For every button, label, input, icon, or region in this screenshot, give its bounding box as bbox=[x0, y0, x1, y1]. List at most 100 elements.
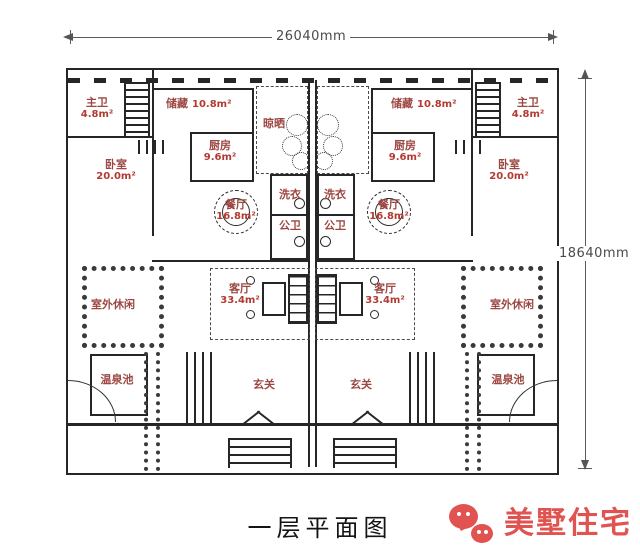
washing-machine-icon bbox=[294, 198, 305, 209]
rug-outline bbox=[210, 268, 310, 340]
dimension-label-right: 18640mm bbox=[555, 246, 634, 261]
plant-icon bbox=[286, 114, 308, 136]
plant-icon bbox=[282, 136, 302, 156]
wall bbox=[270, 214, 308, 216]
wall bbox=[252, 88, 254, 182]
bubble-eye bbox=[484, 530, 488, 534]
wall bbox=[190, 132, 192, 182]
stone-border-patio bbox=[82, 266, 164, 348]
dimension-label-top: 26040mm bbox=[272, 29, 351, 44]
coffee-table-icon bbox=[262, 282, 286, 316]
dimension-line-right bbox=[585, 78, 586, 468]
washing-machine-icon bbox=[320, 198, 331, 209]
plant-icon bbox=[317, 114, 339, 136]
room-label-kitchen-left: 厨房 9.6m² bbox=[203, 139, 237, 164]
wall bbox=[152, 260, 308, 262]
room-label-dining-left: 餐厅 16.8m² bbox=[216, 198, 256, 223]
entry-door-icon bbox=[240, 408, 276, 428]
wall bbox=[152, 88, 254, 90]
garden-strip bbox=[144, 352, 160, 471]
wall bbox=[68, 136, 154, 138]
wall bbox=[317, 260, 473, 262]
floor-plan-drawing: 主卫 4.8m² 卧室 20.0m² 储藏 10.8m² 厨房 9.6m² 晾晒… bbox=[66, 68, 559, 475]
door-leaf bbox=[365, 410, 385, 426]
trellis-icon bbox=[409, 352, 439, 424]
plant-icon bbox=[315, 152, 333, 170]
room-label-outdoor-leisure-left: 室外休闲 bbox=[91, 298, 135, 311]
stool-icon bbox=[370, 276, 379, 285]
dining-table-icon bbox=[214, 190, 258, 234]
sofa-icon bbox=[317, 274, 337, 324]
plan-title: 一层平面图 bbox=[247, 514, 393, 542]
wechat-icon bbox=[449, 504, 495, 549]
washing-machine-icon bbox=[320, 236, 331, 247]
room-label-storage-left: 储藏 10.8m² bbox=[166, 97, 232, 110]
room-label-laundry-right: 洗衣 bbox=[324, 188, 346, 201]
coffee-table-icon bbox=[339, 282, 363, 316]
room-label-foyer-left: 玄关 bbox=[253, 378, 275, 391]
stairs-icon bbox=[124, 82, 150, 138]
room-label-master-bath-left: 主卫 4.8m² bbox=[80, 96, 114, 121]
room-label-drying-yard: 晾晒 bbox=[263, 117, 285, 130]
wall bbox=[471, 136, 557, 138]
facade-column-band bbox=[68, 78, 557, 83]
room-label-storage-right: 储藏 10.8m² bbox=[391, 97, 457, 110]
room-label-public-bath-left: 公卫 bbox=[279, 219, 301, 232]
wall bbox=[371, 180, 435, 182]
room-label-dining-right: 餐厅 16.8m² bbox=[369, 198, 409, 223]
dimension-arrow bbox=[548, 33, 558, 41]
stone-border-patio bbox=[461, 266, 543, 348]
dimension-arrow bbox=[581, 69, 589, 79]
room-label-pool-right: 温泉池 bbox=[491, 373, 525, 386]
washing-machine-icon bbox=[294, 236, 305, 247]
dining-table-top bbox=[222, 198, 250, 226]
dimension-arrow bbox=[63, 33, 73, 41]
garden-strip bbox=[465, 352, 481, 471]
wall bbox=[433, 132, 435, 182]
wall bbox=[371, 88, 373, 182]
wall bbox=[68, 423, 557, 426]
room-label-bedroom-left: 卧室 20.0m² bbox=[96, 158, 136, 183]
room-label-foyer-right: 玄关 bbox=[350, 378, 372, 391]
service-room-outline bbox=[270, 174, 308, 260]
room-label-bedroom-right: 卧室 20.0m² bbox=[489, 158, 529, 183]
room-label-public-bath-right: 公卫 bbox=[324, 219, 346, 232]
dimension-arrow bbox=[581, 460, 589, 470]
stool-icon bbox=[370, 310, 379, 319]
wall bbox=[190, 132, 254, 134]
room-label-pool-left: 温泉池 bbox=[100, 373, 134, 386]
plant-icon bbox=[292, 152, 310, 170]
door-leaf bbox=[256, 410, 276, 426]
room-label-living-right: 客厅 33.4m² bbox=[365, 282, 405, 307]
room-label-living-left: 客厅 33.4m² bbox=[220, 282, 260, 307]
watermark: 美墅住宅 bbox=[449, 504, 632, 549]
stool-icon bbox=[246, 310, 255, 319]
chat-bubble-large bbox=[449, 504, 478, 529]
entry-steps-icon bbox=[228, 438, 292, 468]
bubble-eye bbox=[457, 512, 461, 516]
entry-steps-icon bbox=[333, 438, 397, 468]
room-label-laundry-left: 洗衣 bbox=[279, 188, 301, 201]
trellis-icon bbox=[186, 352, 216, 424]
dining-table-top bbox=[375, 198, 403, 226]
plant-icon bbox=[323, 136, 343, 156]
wall bbox=[190, 180, 254, 182]
brand-text: 美墅住宅 bbox=[504, 506, 632, 541]
entry-door-icon bbox=[349, 408, 385, 428]
dining-table-icon bbox=[367, 190, 411, 234]
stairs-icon bbox=[455, 140, 487, 154]
drying-yard-outline bbox=[256, 86, 308, 174]
stool-icon bbox=[246, 276, 255, 285]
bubble-tail bbox=[453, 523, 469, 539]
wall bbox=[317, 214, 355, 216]
room-label-outdoor-leisure-right: 室外休闲 bbox=[490, 298, 534, 311]
wall bbox=[371, 88, 473, 90]
bubble-eye bbox=[477, 530, 481, 534]
bubble-eye bbox=[466, 512, 470, 516]
sofa-icon bbox=[288, 274, 308, 324]
room-label-master-bath-right: 主卫 4.8m² bbox=[511, 96, 545, 121]
service-room-outline bbox=[317, 174, 355, 260]
room-label-kitchen-right: 厨房 9.6m² bbox=[388, 139, 422, 164]
rug-outline bbox=[315, 268, 415, 340]
